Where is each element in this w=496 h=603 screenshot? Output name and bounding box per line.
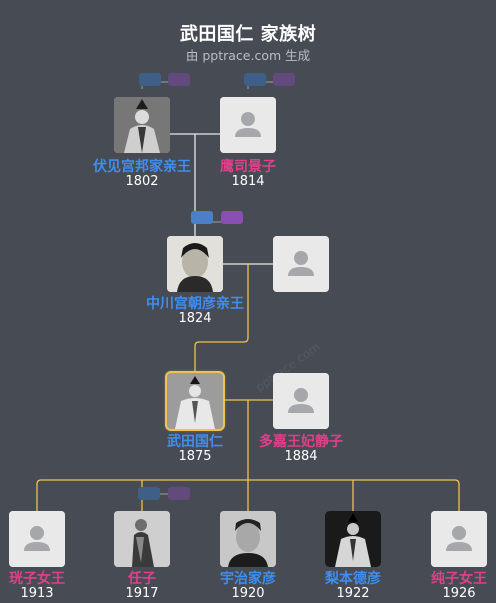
show-father-button[interactable]	[139, 73, 161, 86]
person-photo	[165, 371, 225, 431]
person-name: 纯子女王	[431, 571, 487, 587]
person-card-takatsukasa[interactable]: 鹰司景子 1814	[220, 97, 276, 189]
person-birth-year: 1884	[284, 449, 318, 464]
person-photo	[167, 236, 223, 292]
person-card-child1[interactable]: 珖子女王 1913	[9, 511, 65, 601]
person-birth-year: 1920	[231, 586, 265, 601]
person-card-takeda[interactable]: 武田国仁 1875	[165, 371, 225, 464]
page-subtitle: 由 pptrace.com 生成	[185, 48, 311, 63]
person-card-child3[interactable]: 宇治家彦 1920	[220, 511, 276, 601]
person-card-nakagawa-spouse[interactable]	[273, 236, 329, 292]
person-birth-year: 1802	[125, 174, 159, 189]
person-name: 中川宫朝彦亲王	[146, 296, 244, 312]
placeholder-avatar-icon	[431, 511, 487, 567]
person-birth-year: 1926	[442, 586, 476, 601]
person-card-child4[interactable]: 梨本德彦 1922	[325, 511, 381, 601]
show-mother-button[interactable]	[168, 487, 190, 500]
show-mother-button[interactable]	[273, 73, 295, 86]
show-mother-button[interactable]	[221, 211, 243, 224]
placeholder-avatar-icon	[273, 373, 329, 429]
person-photo	[114, 97, 170, 153]
person-name: 宇治家彦	[220, 571, 276, 587]
person-birth-year: 1917	[125, 586, 159, 601]
person-name: 鹰司景子	[220, 159, 276, 175]
person-name: 梨本德彦	[325, 571, 381, 587]
show-father-button[interactable]	[138, 487, 160, 500]
person-card-fushimi[interactable]: 伏见宫邦家亲王 1802	[93, 97, 191, 189]
person-photo	[220, 511, 276, 567]
person-card-taka[interactable]: 多嘉王妃静子 1884	[259, 373, 343, 464]
show-mother-button[interactable]	[168, 73, 190, 86]
person-birth-year: 1824	[178, 311, 212, 326]
person-card-child5[interactable]: 纯子女王 1926	[431, 511, 487, 601]
person-birth-year: 1922	[336, 586, 370, 601]
person-birth-year: 1814	[231, 174, 265, 189]
placeholder-avatar-icon	[9, 511, 65, 567]
person-name: 武田国仁	[167, 434, 223, 450]
person-card-child2[interactable]: 任子 1917	[114, 511, 170, 601]
person-name: 伏见宫邦家亲王	[93, 159, 191, 175]
person-photo	[114, 511, 170, 567]
placeholder-avatar-icon	[273, 236, 329, 292]
person-photo	[325, 511, 381, 567]
show-father-button[interactable]	[244, 73, 266, 86]
person-birth-year: 1913	[20, 586, 54, 601]
person-name: 多嘉王妃静子	[259, 434, 343, 450]
show-father-button[interactable]	[191, 211, 213, 224]
person-name: 珖子女王	[9, 571, 65, 587]
placeholder-avatar-icon	[220, 97, 276, 153]
person-name: 任子	[128, 571, 156, 587]
person-card-nakagawa[interactable]: 中川宫朝彦亲王 1824	[146, 236, 244, 326]
page-title: 武田国仁 家族树	[179, 24, 317, 45]
person-birth-year: 1875	[178, 449, 212, 464]
